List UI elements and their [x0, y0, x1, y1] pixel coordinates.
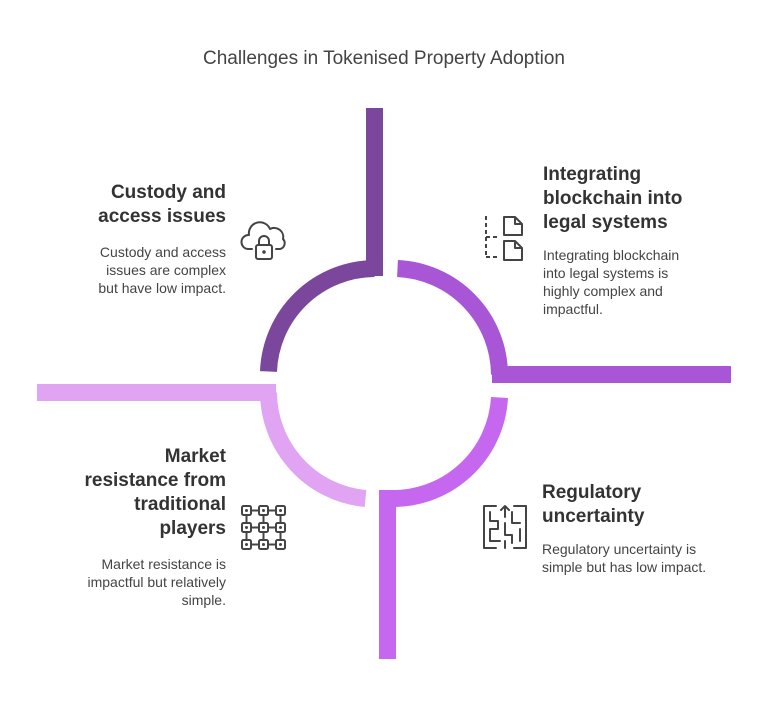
maze-icon: [483, 505, 527, 549]
regulatory-description: Regulatory uncertainty is simple but has…: [542, 541, 707, 575]
market-description: Market resistance is impactful but relat…: [87, 556, 226, 608]
diagram-title: Challenges in Tokenised Property Adoptio…: [203, 48, 565, 69]
integrating-description: Integrating blockchain into legal system…: [543, 247, 680, 317]
file-tree-icon: [485, 216, 523, 261]
regulatory-heading: Regulatory uncertainty: [542, 482, 645, 527]
cloud-lock-icon: [240, 221, 286, 260]
quadrant-custody-shape: [260, 108, 383, 373]
quadrant-market-shape: [37, 384, 367, 507]
custody-heading: Custody and access issues: [98, 182, 226, 227]
quadrant-regulatory-shape: [379, 396, 508, 659]
integrating-heading: Integrating blockchain into legal system…: [543, 164, 683, 233]
quadrant-integrating-shape: [396, 260, 731, 383]
market-heading: Market resistance from traditional playe…: [84, 446, 226, 539]
network-grid-icon: [241, 505, 286, 550]
custody-description: Custody and access issues are complex bu…: [98, 244, 226, 296]
